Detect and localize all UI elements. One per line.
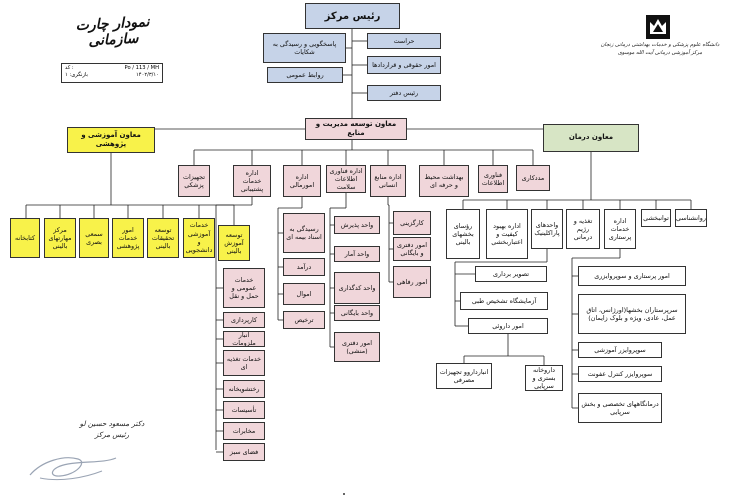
signer-block: دکتر مسعود حسین لو رئیس مرکز — [78, 419, 146, 441]
node-it-sub-4: واحد بایگانی — [334, 305, 380, 321]
node-deputy-education: معاون آموزشی و پژوهشی — [67, 127, 155, 153]
node-office-head: رئیس دفتر — [367, 85, 441, 101]
node-social-work: مددکاری — [516, 165, 550, 191]
node-support-sub-8: فضای سبز — [223, 443, 265, 461]
node-chief: رئیس مرکز — [305, 3, 400, 29]
node-health-it: اداره فناوری اطلاعات سلامت — [326, 165, 366, 193]
node-psychology: روانشناسی — [675, 209, 707, 227]
organization-line-1: دانشگاه علوم پزشکی و خدمات بهداشتی درمان… — [600, 42, 720, 48]
node-legal: امور حقوقی و قراردادها — [367, 56, 441, 74]
node-nursing-services: اداره خدمات پرستاری — [604, 209, 636, 249]
node-deputy-management: معاون توسعه مدیریت و منابع — [305, 118, 407, 140]
node-deputy-treatment: معاون درمان — [543, 124, 639, 152]
node-finance-sub-4: ترخیص — [283, 311, 325, 329]
node-nursing-sub-5: درمانگاههای تخصصی و بخش سرپایی — [578, 393, 662, 423]
code-value: Po / 113 / MH — [124, 65, 160, 71]
node-support-sub-1: خدمات عمومی و حمل و نقل — [223, 268, 265, 308]
code-label: کد : — [65, 65, 74, 71]
review-label: بازنگری: ۱ — [65, 72, 88, 79]
node-information-technology: فناوری اطلاعات — [478, 165, 508, 193]
page-marker — [343, 493, 345, 495]
node-human-resources: اداره منابع انسانی — [370, 165, 406, 197]
node-public-relations: روابط عمومی — [267, 67, 343, 83]
node-paraclinic-imaging: تصویر برداری — [475, 266, 547, 282]
node-support-sub-5: رختشویخانه — [223, 380, 265, 398]
node-paraclinic: واحدهای پاراکلینیک — [531, 209, 563, 249]
node-it-sub-3: واحد کدگذاری — [334, 272, 380, 304]
node-hr-sub-1: کارگزینی — [393, 211, 431, 235]
node-education-unit-2: مرکز مهارتهای بالینی — [44, 218, 76, 258]
handwritten-signature-icon — [29, 457, 117, 481]
node-medical-equipment: تجهیزات پزشکی — [178, 165, 210, 197]
node-education-unit-7: توسعه آموزش بالینی — [218, 225, 250, 261]
node-finance-sub-1: رسیدگی به اسناد بیمه ای — [283, 213, 325, 253]
node-rehabilitation: توانبخشی — [641, 209, 671, 227]
chart-title: نمودار چارت سازمانی — [75, 14, 150, 50]
signer-role: رئیس مرکز — [94, 429, 130, 439]
university-emblem-icon — [646, 15, 670, 39]
node-education-unit-3: سمعی بصری — [79, 218, 109, 258]
node-finance-sub-3: اموال — [283, 283, 325, 305]
node-nursing-sub-2: سرپرستاران بخشها(اورژانس، اتاق عمل، عادی… — [578, 294, 686, 334]
node-support-sub-3: انبار ملزومات — [223, 331, 265, 347]
organization-line-2: مرکز آموزشی درمانی آیت الله موسوی — [617, 49, 703, 56]
node-education-unit-4: امور خدمات پژوهشی — [112, 218, 144, 258]
node-finance: اداره امورمالی — [283, 165, 321, 197]
node-nursing-sub-3: سوپروایزر آموزشی — [578, 342, 662, 358]
node-pharmacy-dispensary: داروخانه بستری و سرپایی — [525, 365, 563, 391]
node-complaints: پاسخگویی و رسیدگی به شکایات — [263, 33, 346, 63]
node-environmental-health: بهداشت محیط و حرفه ای — [419, 165, 469, 197]
review-date: ۱۴۰۲/۳/۱۰ — [136, 72, 159, 79]
node-nursing-sub-4: سوپروایزر کنترل عفونت — [578, 366, 662, 382]
node-support-services: اداره خدمات پشتیبانی — [233, 165, 271, 197]
node-pharmacy-warehouse: انبارداروو تجهیزات مصرفی — [436, 363, 492, 389]
node-support-sub-7: مخابرات — [223, 422, 265, 440]
node-finance-sub-2: درآمد — [283, 258, 325, 276]
node-support-sub-6: تأسیسات — [223, 401, 265, 419]
node-it-sub-1: واحد پذیرش — [334, 216, 380, 234]
node-nutrition: تغذیه و رژیم درمانی — [566, 209, 600, 249]
node-security: حراست — [367, 33, 441, 49]
document-code-box: کد : Po / 113 / MH بازنگری: ۱ ۱۴۰۲/۳/۱۰ — [61, 63, 163, 83]
node-education-unit-5: توسعه تحقیقات بالینی — [147, 218, 179, 258]
node-it-sub-2: واحد آمار — [334, 246, 380, 262]
node-it-sub-5: امور دفتری (منشی) — [334, 332, 380, 362]
node-education-unit-1: کتابخانه — [10, 218, 40, 258]
organization-name: دانشگاه علوم پزشکی و خدمات بهداشتی درمان… — [596, 42, 724, 57]
node-quality-improvement: اداره بهبود کیفیت و اعتباربخشی — [486, 209, 528, 259]
node-support-sub-4: خدمات تغذیه ای — [223, 350, 265, 376]
node-education-unit-6: خدمات آموزشی و دانشجویی — [183, 218, 215, 258]
node-paraclinic-lab: آزمایشگاه تشخیص طبی — [460, 292, 548, 310]
node-clinical-heads: رؤسای بخشهای بالینی — [446, 209, 480, 259]
node-paraclinic-pharmacy: امور داروئی — [468, 318, 548, 334]
signer-name: دکتر مسعود حسین لو — [79, 419, 145, 428]
node-hr-sub-2: امور دفتری و بایگانی — [393, 237, 431, 261]
node-hr-sub-3: امور رفاهی — [393, 266, 431, 298]
node-nursing-sub-1: امور پرستاری و سوپروایزری — [578, 266, 686, 286]
node-support-sub-2: کارپردازی — [223, 312, 265, 328]
